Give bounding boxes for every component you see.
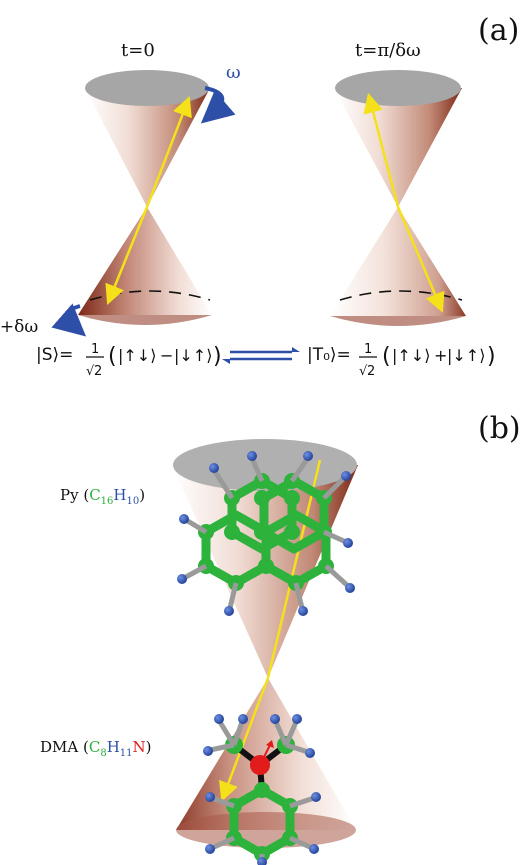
pyrene-ch-bonds [182, 456, 350, 609]
upper-spin-arrow-b [266, 459, 322, 679]
dma-ch-bonds [209, 720, 315, 865]
triplet-term-1: |↑↓⟩ [392, 346, 430, 365]
dma-hydrogens [203, 714, 321, 865]
singlet-open-paren: ( [108, 344, 117, 369]
pyrene-hydrogens [177, 451, 355, 616]
pyrene-formula: Py (C16H10) [60, 486, 145, 507]
right-bottom-rim [330, 316, 466, 326]
state-equation: |S⟩= 1 √ 2 ( |↑↓⟩ − |↓↑⟩ ) |T₀⟩= 1 √ 2 (… [36, 342, 496, 379]
singlet-sqrt-sign: √ [86, 364, 95, 379]
singlet-term-1: |↑↓⟩ [118, 346, 156, 365]
singlet-sqrt2: 2 [94, 364, 102, 379]
right-dashed-orbit [339, 290, 463, 301]
nitrogen-spin-arrow [259, 744, 271, 766]
right-upper-spin-arrow [363, 92, 400, 208]
singlet-term-2: |↓↑⟩ [174, 346, 212, 365]
singlet-close-paren: ) [213, 344, 222, 369]
singlet-frac-num: 1 [91, 342, 99, 357]
interconversion-arrows [222, 347, 300, 364]
left-upper-spin-arrow [145, 95, 192, 208]
triplet-open-paren: ( [382, 344, 391, 369]
rotation-omega-delta-icon [51, 303, 87, 337]
left-bottom-rim [78, 315, 212, 325]
right-top-disk [335, 70, 461, 106]
panel-a-label: (a) [478, 13, 519, 48]
bottom-rim-b [176, 812, 356, 848]
pyrene-molecule [177, 451, 355, 616]
right-upper-cone [334, 88, 462, 207]
triplet-term-2: |↓↑⟩ [447, 346, 485, 365]
triplet-plus: + [434, 346, 447, 365]
dma-molecule [203, 714, 321, 865]
triplet-sqrt2: 2 [367, 364, 375, 379]
omega-label: ω [226, 62, 241, 83]
left-lower-spin-arrow [105, 206, 149, 305]
right-lower-cone [330, 207, 466, 316]
triplet-state-label: |T₀⟩= [307, 345, 351, 365]
triplet-close-paren: ) [487, 344, 496, 369]
panel-b-label: (b) [478, 411, 521, 446]
right-cone-title: t=π/δω [355, 40, 421, 61]
rotation-omega-icon [200, 86, 236, 124]
left-cone-title: t=0 [121, 40, 155, 61]
right-double-cone [330, 70, 466, 326]
singlet-minus: − [160, 346, 173, 365]
panel-b: (b) [40, 411, 521, 865]
left-double-cone: ω ω+δω [0, 62, 241, 337]
left-top-disk [85, 70, 209, 106]
singlet-state-label: |S⟩= [36, 345, 73, 365]
omega-delta-label: ω+δω [0, 317, 38, 337]
left-dashed-orbit [89, 290, 211, 301]
panel-a: (a) t=0 t=π/δω ω ω+δω [0, 13, 519, 379]
dma-formula: DMA (C8H11N) [40, 738, 152, 759]
triplet-frac-num: 1 [364, 342, 372, 357]
right-lower-spin-arrow [396, 206, 445, 313]
lower-spin-arrow-b [219, 677, 270, 803]
left-lower-cone [78, 207, 212, 315]
triplet-sqrt-sign: √ [359, 364, 368, 379]
